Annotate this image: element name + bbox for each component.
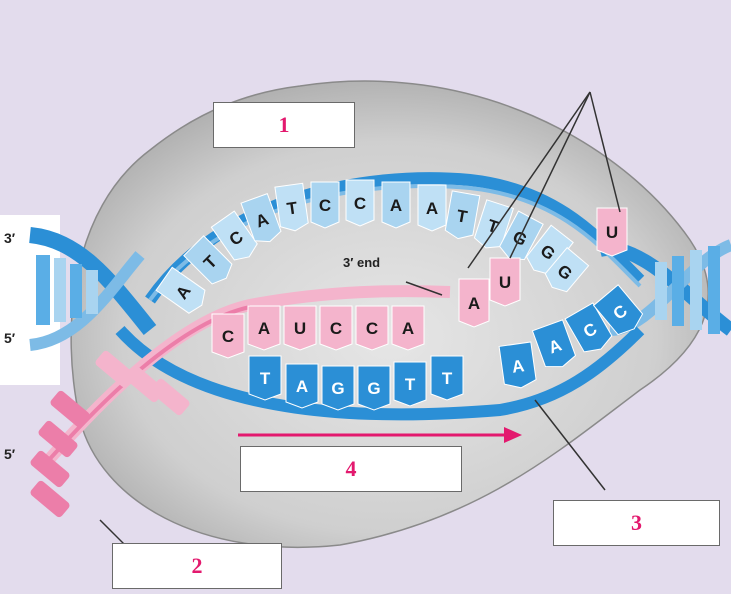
- coding-base: T: [393, 361, 427, 407]
- incoming-nucleotide-letter: U: [499, 273, 511, 292]
- coding-base-letter: A: [511, 356, 526, 377]
- coding-base: C: [564, 302, 613, 353]
- rna-base-letter: A: [258, 319, 270, 338]
- label-box-2[interactable]: 2: [112, 543, 282, 589]
- template-base-letter: T: [286, 198, 300, 218]
- label-pointer-lines: [99, 91, 621, 561]
- rna-base: C: [355, 305, 389, 351]
- coding-base-letter: A: [296, 377, 308, 396]
- rna-tail: [30, 350, 190, 518]
- incoming-nucleotide-letter: U: [606, 223, 618, 242]
- rna-base: A: [247, 305, 281, 351]
- coding-base-letter: T: [260, 369, 271, 388]
- incoming-nucleotide-letter: A: [468, 294, 480, 313]
- template-base: G: [525, 224, 574, 275]
- coding-base-letter: G: [331, 379, 344, 398]
- rna-base-letter: C: [330, 319, 342, 338]
- template-base-letter: C: [354, 194, 366, 213]
- coding-base-letter: T: [442, 369, 453, 388]
- transcription-direction-arrow: [238, 427, 522, 443]
- coding-base: A: [285, 363, 319, 409]
- label-3prime-top: 3′: [4, 230, 16, 246]
- incoming-nucleotide: A: [458, 278, 490, 328]
- incoming-nucleotide: U: [596, 207, 628, 257]
- rna-base-letter: A: [402, 319, 414, 338]
- template-base: T: [473, 199, 515, 249]
- coding-strand-backbone: [115, 325, 645, 421]
- template-base-letter: A: [426, 199, 438, 218]
- rna-base: U: [283, 305, 317, 351]
- rna-base: A: [391, 305, 425, 351]
- rna-base: C: [211, 313, 245, 359]
- template-base: C: [310, 181, 340, 229]
- template-base: A: [381, 181, 411, 229]
- coding-base: A: [498, 341, 537, 389]
- coding-base: T: [430, 355, 464, 401]
- coding-base: T: [248, 355, 282, 401]
- template-base: G: [544, 246, 590, 293]
- label-box-1[interactable]: 1: [213, 102, 355, 148]
- coding-base-letter: T: [405, 375, 416, 394]
- template-base: T: [183, 235, 233, 285]
- rna-base-letter: C: [366, 319, 378, 338]
- template-base: C: [345, 179, 375, 227]
- label-box-3[interactable]: 3: [553, 500, 720, 546]
- rna-base: C: [319, 305, 353, 351]
- template-base: C: [210, 210, 258, 261]
- left-dna-helix: [28, 227, 157, 351]
- template-base-letter: T: [455, 206, 469, 227]
- template-base-letter: A: [253, 209, 271, 231]
- label-5prime-middle: 5′: [4, 330, 16, 346]
- incoming-nucleotides: AUU: [458, 207, 628, 328]
- template-base: A: [155, 266, 206, 314]
- rna-base-letter: U: [294, 319, 306, 338]
- rna-base-letter: C: [222, 327, 234, 346]
- coding-base: G: [357, 365, 391, 411]
- template-base: A: [240, 192, 282, 243]
- label-box-4[interactable]: 4: [240, 446, 462, 492]
- template-base-letter: A: [390, 196, 402, 215]
- template-base: T: [444, 190, 481, 240]
- label-5prime-bottom: 5′: [4, 446, 16, 462]
- coding-base-letter: A: [546, 335, 564, 357]
- coding-base: G: [321, 365, 355, 411]
- coding-base: A: [531, 319, 577, 368]
- template-base: A: [417, 184, 447, 232]
- coding-base: C: [592, 284, 644, 336]
- coding-base-letter: G: [367, 379, 380, 398]
- label-3prime-end: 3′ end: [343, 255, 381, 270]
- template-base-letter: C: [319, 196, 331, 215]
- template-base: T: [274, 182, 309, 232]
- incoming-nucleotide: U: [489, 257, 521, 307]
